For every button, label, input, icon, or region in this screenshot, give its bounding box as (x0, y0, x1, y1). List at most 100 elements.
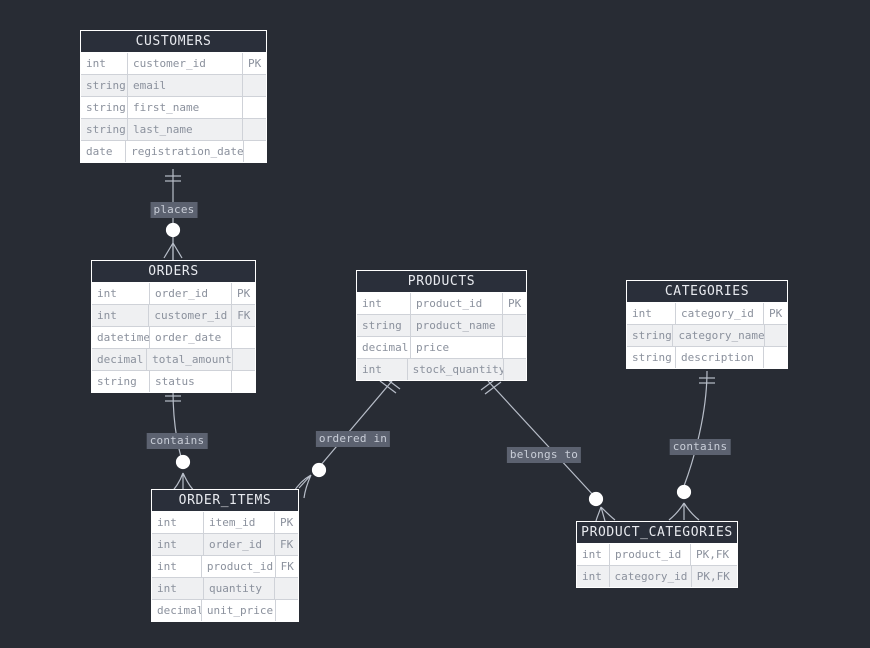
relationship-label-products-order-items: ordered in (315, 431, 391, 447)
attribute-name: category_id (610, 566, 692, 587)
attribute-name: customer_id (149, 305, 233, 326)
attribute-key: FK (237, 309, 251, 322)
entity-title: CATEGORIES (627, 281, 787, 303)
attribute-type: string (92, 371, 150, 392)
attribute-name: customer_id (128, 53, 243, 74)
attribute-type: int (627, 303, 676, 324)
attribute-type: int (152, 512, 204, 533)
attribute-key: PK (769, 307, 783, 320)
attribute-key: PK (237, 287, 251, 300)
attribute-key: PK (280, 516, 294, 529)
attribute-type: string (627, 347, 676, 368)
attribute-key (764, 347, 787, 368)
relationship-label-categories-product-categories: contains (669, 439, 731, 455)
attribute-name: item_id (204, 512, 275, 533)
attribute-name: order_id (150, 283, 232, 304)
relationship-label-orders-order-items: contains (146, 433, 208, 449)
attribute-key (275, 578, 298, 599)
attribute-name: email (128, 75, 243, 96)
entity-title: PRODUCTS (357, 271, 526, 293)
attribute-name: quantity (204, 578, 275, 599)
attribute-type: string (627, 325, 674, 346)
attribute-key (244, 141, 266, 162)
attribute-name: registration_date (126, 141, 244, 162)
attribute-key (503, 315, 526, 336)
attribute-key (233, 349, 255, 370)
attribute-name: price (411, 337, 503, 358)
attribute-name: product_id (202, 556, 276, 577)
attribute-type: decimal (92, 349, 148, 370)
attribute-type: int (577, 566, 610, 587)
entity-title: ORDERS (92, 261, 255, 283)
entity-title: PRODUCT_CATEGORIES (577, 522, 737, 544)
attribute-type: decimal (357, 337, 411, 358)
relationship-label-products-product-categories: belongs to (506, 447, 582, 463)
attribute-name: product_id (610, 544, 691, 565)
attribute-key (276, 600, 298, 621)
attribute-type: decimal (152, 600, 202, 621)
attribute-name: status (150, 371, 232, 392)
attribute-key (503, 337, 526, 358)
entity-title: CUSTOMERS (81, 31, 266, 53)
relationship-label-customers-orders: places (150, 202, 198, 218)
attribute-name: first_name (128, 97, 243, 118)
attribute-name: unit_price (202, 600, 276, 621)
attribute-type: string (81, 75, 128, 96)
attribute-key: FK (280, 560, 294, 573)
attribute-key: PK (248, 57, 262, 70)
attribute-type: int (81, 53, 128, 74)
attribute-name: category_name (673, 325, 765, 346)
attribute-type: int (152, 578, 204, 599)
attribute-name: order_id (204, 534, 275, 555)
attribute-key: PK,FK (696, 548, 730, 561)
attribute-name: product_name (411, 315, 503, 336)
attribute-type: int (92, 305, 150, 326)
attribute-name: category_id (676, 303, 764, 324)
entity-title: ORDER_ITEMS (152, 490, 298, 512)
attribute-key (232, 327, 255, 348)
attribute-key (765, 325, 787, 346)
attribute-name: stock_quantity (408, 359, 505, 380)
attribute-type: date (81, 141, 127, 162)
attribute-type: int (152, 534, 204, 555)
attribute-key: FK (280, 538, 294, 551)
attribute-name: last_name (128, 119, 243, 140)
attribute-type: int (357, 293, 411, 314)
attribute-type: int (357, 359, 408, 380)
attribute-type: datetime (92, 327, 150, 348)
attribute-key (232, 371, 255, 392)
attribute-type: int (577, 544, 610, 565)
attribute-name: product_id (411, 293, 503, 314)
attribute-type: int (152, 556, 202, 577)
